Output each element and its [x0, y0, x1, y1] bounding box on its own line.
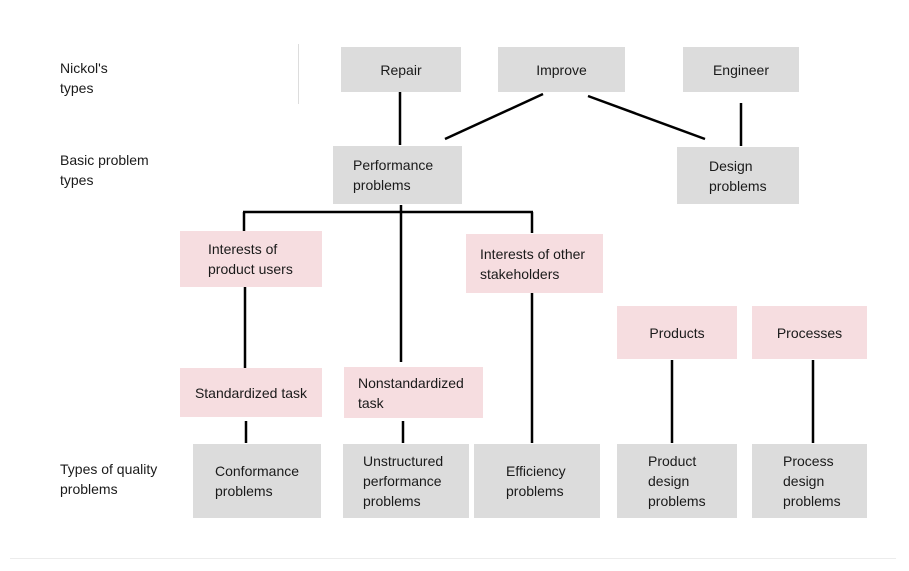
box-design-problems: Design problems [677, 147, 799, 204]
box-nonstandardized-task: Nonstandardized task [344, 367, 483, 418]
row-label-quality-problem-types: Types of quality problems [60, 461, 158, 497]
box-standardized-task: Standardized task [180, 368, 322, 417]
box-improve: Improve [498, 47, 625, 92]
connector-improve-design [587, 94, 706, 141]
row-divider [298, 44, 299, 104]
row-label-basic-problem-types: Basic problem types [60, 152, 149, 188]
box-performance-problems: Performance problems [333, 146, 462, 204]
box-products: Products [617, 306, 737, 359]
box-processes: Processes [752, 306, 867, 359]
box-efficiency-problems: Efficiency problems [474, 444, 600, 518]
box-interests-other-stakeholders: Interests of other stakeholders [466, 234, 603, 293]
row-label-nickols-types: Nickol's types [60, 60, 108, 96]
box-conformance-problems: Conformance problems [193, 444, 321, 518]
box-product-design-problems: Product design problems [617, 444, 737, 518]
connector-improve-performance [444, 92, 544, 141]
box-unstructured-performance-problems: Unstructured performance problems [343, 444, 469, 518]
box-engineer: Engineer [683, 47, 799, 92]
box-process-design-problems: Process design problems [752, 444, 867, 518]
box-repair: Repair [341, 47, 461, 92]
box-interests-product-users: Interests of product users [180, 231, 322, 287]
